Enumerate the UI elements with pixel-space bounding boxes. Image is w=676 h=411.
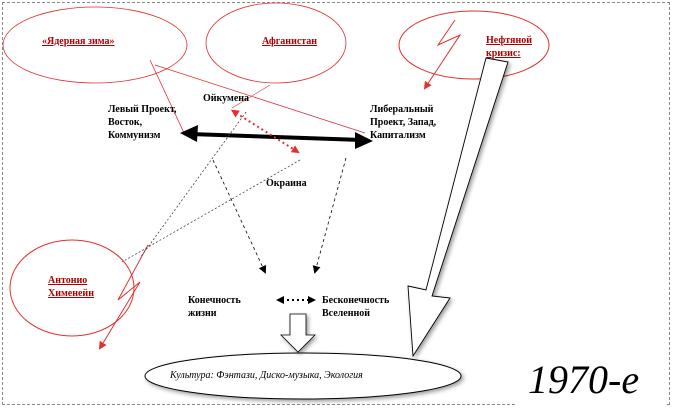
infinity-label: Бесконечность Вселенной (322, 295, 390, 319)
culture-ellipse (144, 352, 462, 400)
connector-red-1 (149, 59, 186, 136)
okraina-label: Окраина (266, 178, 307, 189)
oil-crisis-ellipse (398, 10, 550, 80)
oil-crisis-label: Нефтяной кризис: (486, 35, 532, 59)
antonio-label: Антонио Хименейн (48, 275, 94, 299)
dotted-right-to-infinity (312, 157, 347, 274)
page-border (2, 2, 670, 405)
block-arrow-down (280, 313, 316, 353)
dotted-okraina-line (121, 159, 301, 263)
finiteness-label: Конечность жизни (188, 295, 241, 319)
nuclear-winter-label: «Ядерная зима» (42, 36, 115, 47)
liberal-project-label: Либеральный Проект, Запад, Капитализм (370, 104, 437, 141)
oikumena-label: Ойкумена (203, 93, 250, 104)
antonio-ellipse (9, 239, 135, 337)
afghanistan-ellipse (205, 2, 347, 84)
oil-crisis-big-arrow (407, 57, 509, 358)
east-west-arrowhead-right (355, 132, 373, 149)
nuclear-winter-ellipse (2, 6, 188, 84)
year-box (515, 356, 667, 406)
decade-label: 1970-е (528, 357, 640, 402)
afghanistan-to-oikumena-line (231, 84, 271, 109)
east-west-arrowhead-left (180, 125, 198, 142)
connector-red-2 (154, 64, 366, 134)
dotted-left-to-finiteness (212, 159, 267, 274)
lightning-bolt-oil (423, 19, 462, 90)
culture-label: Культура: Фэнтази, Диско-музыка, Экологи… (170, 370, 363, 381)
left-project-label: Левый Проект, Восток, Коммунизм (108, 104, 177, 141)
oikumena-okraina-arrow (230, 109, 300, 154)
afghanistan-label: Афганистан (262, 36, 318, 47)
lightning-bolt-antonio (98, 244, 149, 350)
